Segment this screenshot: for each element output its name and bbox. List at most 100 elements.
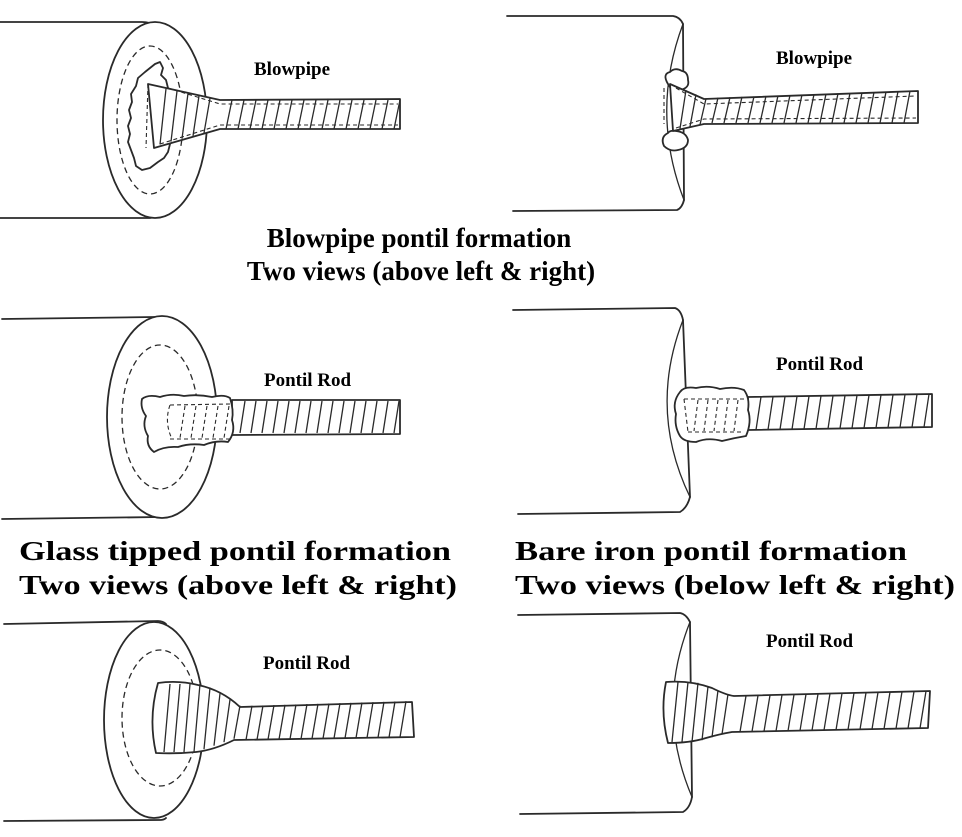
hatch-stroke (887, 394, 894, 428)
caption-glass-tipped-line2: Two views (above left & right) (19, 570, 457, 600)
hatch-stroke (388, 701, 396, 738)
hatch-stroke (791, 396, 798, 430)
panel-glass-tipped-left: Pontil Rod (1, 315, 401, 520)
hatch-stroke (679, 90, 687, 129)
panel-blowpipe-right: Blowpipe (506, 15, 919, 212)
bottle-body (506, 15, 685, 212)
embedded-rod-hatching (693, 399, 739, 432)
hatch-stroke (787, 694, 795, 732)
panel-glass-tipped-right: Pontil Rod (512, 307, 933, 515)
hatch-stroke (333, 703, 341, 739)
hatch-stroke (863, 395, 870, 429)
label-glass-tipped-left: Pontil Rod (264, 370, 352, 391)
hatch-stroke (911, 394, 918, 428)
hatch-stroke (338, 400, 345, 434)
hatch-stroke (723, 97, 731, 124)
hatch-stroke (203, 687, 211, 750)
hatch-stroke (735, 96, 743, 124)
hatch-stroke (733, 399, 739, 432)
hatch-stroke (879, 91, 887, 124)
hatch-stroke (321, 99, 329, 130)
bare-iron-rod (662, 680, 931, 744)
hatch-stroke (355, 702, 363, 739)
hatch-stroke (903, 90, 911, 124)
hatch-stroke (349, 400, 356, 434)
hatch-stroke (711, 690, 719, 738)
label-bare-iron-right: Pontil Rod (766, 631, 854, 652)
hatch-stroke (300, 704, 308, 740)
hatch-stroke (723, 399, 729, 432)
hatch-stroke (847, 692, 855, 730)
label-glass-tipped-right: Pontil Rod (776, 354, 864, 375)
panel-blowpipe-left: Blowpipe (0, 21, 401, 219)
hatch-stroke (345, 99, 353, 130)
hatch-stroke (377, 701, 385, 738)
glass-rod (747, 393, 933, 431)
hatch-stroke (357, 99, 365, 130)
hatch-stroke (891, 91, 899, 124)
hatch-stroke (393, 400, 400, 434)
hatch-stroke (759, 95, 767, 124)
hatch-stroke (256, 705, 264, 740)
hatch-stroke (212, 405, 219, 439)
hatch-stroke (923, 394, 930, 428)
hatch-stroke (213, 693, 221, 746)
caption-blowpipe: Blowpipe pontil formation Two views (abo… (247, 223, 595, 286)
hatch-stroke (699, 98, 707, 125)
glass-rod (231, 399, 401, 436)
blowpipe-rod (663, 83, 919, 132)
rod-hatching (679, 90, 911, 129)
hatch-stroke (170, 90, 178, 142)
caption-bare-iron-line2: Two views (below left & right) (515, 570, 955, 600)
hatch-stroke (223, 699, 231, 743)
hatch-stroke (783, 95, 791, 124)
caption-bare-iron: Bare iron pontil formation Two views (be… (515, 536, 955, 600)
hatch-stroke (767, 396, 774, 430)
hatch-stroke (201, 405, 208, 439)
glass-gather (673, 385, 751, 443)
hatch-stroke (701, 686, 709, 741)
hatch-stroke (721, 694, 729, 735)
rod-hatching (671, 681, 927, 743)
hatch-stroke (803, 396, 810, 430)
hatch-stroke (233, 705, 241, 739)
hatch-stroke (163, 683, 171, 753)
caption-glass-tipped-line1: Glass tipped pontil formation (19, 536, 451, 566)
hatch-stroke (775, 694, 783, 732)
hatch-stroke (771, 95, 779, 124)
hatch-stroke (703, 399, 709, 432)
embedded-rod-hatching (179, 405, 230, 439)
hatch-stroke (311, 703, 319, 739)
hatch-stroke (159, 88, 167, 145)
hatch-stroke (763, 695, 771, 732)
hatch-stroke (859, 692, 867, 730)
hatch-stroke (779, 396, 786, 430)
hatch-stroke (273, 99, 281, 130)
rod-hatching (163, 683, 407, 753)
hatch-stroke (851, 395, 858, 429)
rod-hatching (159, 88, 401, 145)
hatch-stroke (831, 93, 839, 124)
hatch-stroke (261, 400, 268, 434)
hatch-stroke (875, 394, 882, 429)
hatch-stroke (285, 99, 293, 130)
hatch-stroke (755, 396, 762, 430)
glass-gather (140, 393, 235, 453)
hatch-stroke (181, 93, 189, 139)
hatch-stroke (360, 400, 367, 434)
hatch-stroke (261, 99, 269, 130)
hatch-stroke (691, 682, 699, 743)
hatch-stroke (369, 99, 377, 130)
hatch-stroke (739, 695, 747, 732)
hatch-stroke (823, 693, 831, 731)
hatch-stroke (843, 92, 851, 124)
caption-blowpipe-line2: Two views (above left & right) (247, 256, 595, 286)
hatch-stroke (799, 694, 807, 731)
hatch-stroke (855, 92, 863, 124)
caption-blowpipe-line1: Blowpipe pontil formation (267, 223, 572, 253)
hatch-stroke (316, 400, 323, 434)
hatch-stroke (399, 701, 407, 738)
hatch-stroke (173, 683, 181, 753)
hatch-stroke (249, 99, 257, 130)
